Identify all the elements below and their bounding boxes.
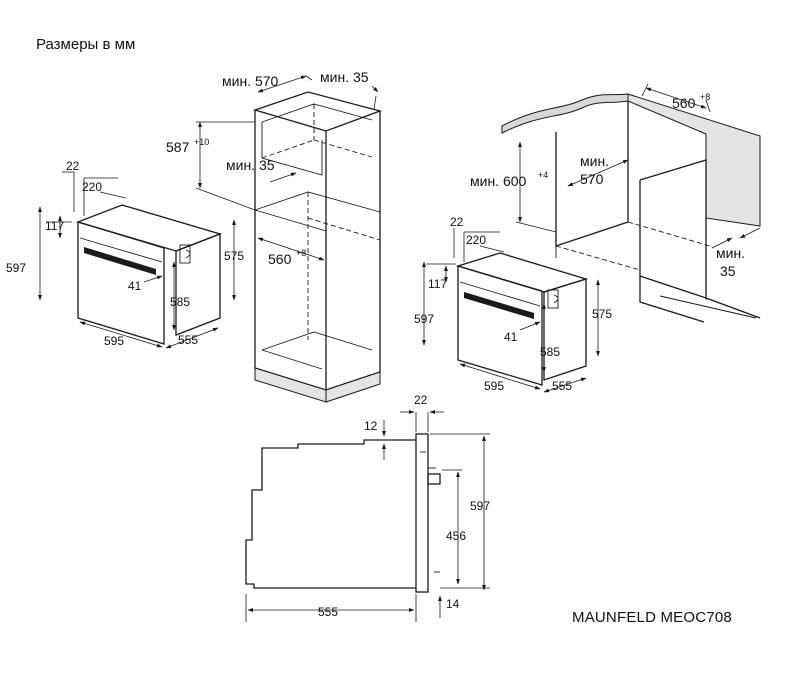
- dim-595: 595: [484, 379, 504, 393]
- undercounter-cabinet: 560 +8 мин. 600 +4 мин. 570 мин. 35: [470, 83, 761, 323]
- dim-560: 560: [672, 95, 696, 111]
- dim-min-35-a: мин.: [716, 245, 745, 261]
- dim-22: 22: [414, 393, 428, 407]
- dim-min-570: мин. 570: [222, 73, 279, 89]
- dim-117: 117: [428, 277, 447, 291]
- dim-220: 220: [466, 233, 486, 247]
- dim-595: 595: [104, 334, 124, 348]
- right-oven: 22 220 117 597 575 41 585 595 555: [414, 215, 612, 393]
- dim-22: 22: [450, 215, 464, 229]
- dim-585: 585: [170, 295, 190, 309]
- model-label: MAUNFELD MEOC708: [572, 609, 732, 626]
- side-view: 22 12 597 456 555 14: [245, 393, 490, 622]
- left-oven: 22 220 117 597 575 41 585 595 555: [6, 159, 244, 349]
- dim-575: 575: [592, 307, 612, 321]
- dim-41: 41: [504, 330, 518, 344]
- dim-560-tol: +8: [296, 248, 306, 258]
- dim-560: 560: [268, 251, 292, 267]
- dim-587: 587: [166, 139, 190, 155]
- dim-min-570-b: 570: [580, 171, 604, 187]
- dim-587-tol: +10: [194, 137, 209, 147]
- dim-12: 12: [364, 419, 378, 433]
- page-title: Размеры в мм: [36, 36, 136, 53]
- dim-456: 456: [446, 529, 466, 543]
- dim-575: 575: [224, 249, 244, 263]
- dim-597: 597: [6, 261, 26, 275]
- dim-117: 117: [45, 219, 64, 233]
- dim-597: 597: [414, 312, 434, 326]
- dim-14: 14: [446, 597, 460, 611]
- dim-597: 597: [470, 499, 490, 513]
- dim-min-600-tol: +4: [538, 170, 548, 180]
- dim-min-35-top: мин. 35: [320, 69, 369, 85]
- dim-22: 22: [66, 159, 80, 173]
- dim-555: 555: [318, 605, 338, 619]
- tall-cabinet: мин. 570 мин. 35 587 +10 мин. 35 560 +8: [166, 69, 383, 403]
- dim-min-600: мин. 600: [470, 173, 527, 189]
- dim-220: 220: [82, 180, 102, 194]
- dim-555: 555: [178, 333, 198, 347]
- dim-min-570-a: мин.: [580, 153, 609, 169]
- dim-41: 41: [128, 279, 142, 293]
- dim-555: 555: [552, 379, 572, 393]
- dim-560-tol: +8: [700, 92, 710, 102]
- dim-585: 585: [540, 345, 560, 359]
- dim-min-35-mid: мин. 35: [226, 157, 275, 173]
- dim-min-35-b: 35: [720, 263, 736, 279]
